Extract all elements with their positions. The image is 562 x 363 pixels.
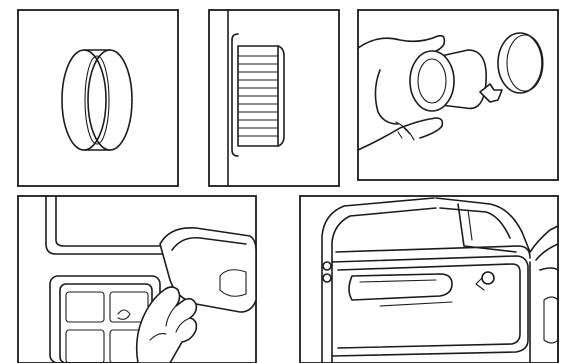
panel-4-removing-panel	[18, 196, 256, 363]
ribbed-knob	[238, 46, 284, 146]
panel-5-door-interior	[300, 196, 558, 363]
panel-2-knob-side	[209, 10, 339, 186]
panel-1-frame	[18, 10, 178, 186]
panel-3-fitting-ring	[358, 10, 558, 180]
panel-1-ring-seal	[18, 10, 178, 186]
knob-with-ring	[410, 50, 486, 111]
